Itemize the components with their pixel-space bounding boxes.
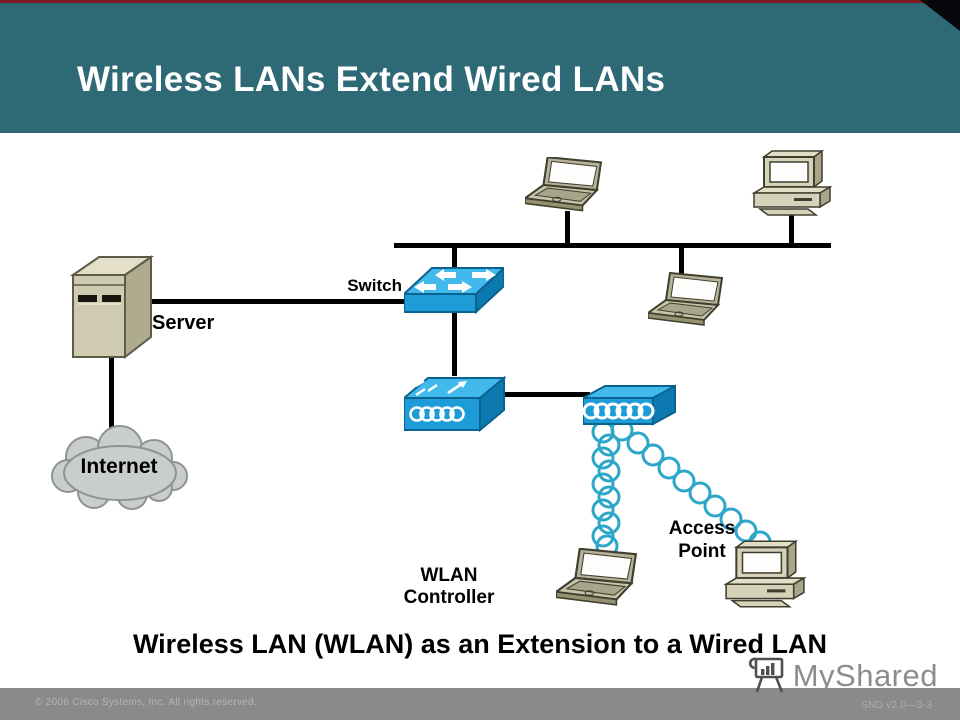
wire-laptop1-to-bus	[565, 211, 570, 245]
wlan-controller-icon	[404, 375, 506, 433]
wire-server-to-internet	[109, 355, 114, 437]
server-tower-icon	[69, 255, 155, 360]
laptop-icon-top	[525, 157, 602, 212]
internet-cloud-icon	[51, 425, 188, 510]
wire-bus-to-laptop2	[679, 243, 684, 277]
wlan-controller-label-line2: Controller	[403, 587, 495, 608]
access-point-label-line2: Point	[678, 541, 726, 562]
server-label: Server	[152, 312, 215, 334]
copyright-text: © 2006 Cisco Systems, Inc. All rights re…	[35, 697, 258, 708]
slide-footer: © 2006 Cisco Systems, Inc. All rights re…	[0, 688, 960, 720]
myshared-logo-text: MyShared	[792, 658, 938, 693]
diagram-canvas: Internet Switch	[0, 133, 960, 688]
access-point-label-line1: Access	[668, 518, 736, 539]
myshared-logo[interactable]: MyShared	[748, 652, 938, 698]
wlan-controller-label: WLAN Controller	[381, 565, 517, 609]
slide-caption: Wireless LAN (WLAN) as an Extension to a…	[132, 629, 828, 659]
slide-title: Wireless LANs Extend Wired LANs	[77, 60, 666, 99]
slide-code: SND v2.0—3-3	[861, 700, 932, 711]
access-point-icon	[583, 384, 676, 426]
access-point-label: Access Point	[650, 517, 754, 563]
top-accent-stripe	[0, 0, 960, 3]
wire-controller-to-ap	[495, 392, 590, 397]
wireless-coil-link-vertical	[591, 422, 621, 558]
switch-label: Switch	[347, 276, 402, 295]
desktop-computer-icon-top	[753, 150, 831, 216]
wire-bus-to-switch	[452, 243, 457, 276]
wire-ethernet-bus	[394, 243, 831, 248]
laptop-icon-middle	[648, 272, 723, 326]
flipchart-icon	[748, 657, 784, 693]
cisco-switch-icon	[404, 266, 504, 315]
internet-label: Internet	[80, 455, 158, 478]
wlan-controller-label-line1: WLAN	[420, 565, 478, 586]
corner-fold-icon	[920, 0, 960, 31]
wire-server-to-switch	[146, 299, 406, 304]
slide-header: Wireless LANs Extend Wired LANs	[0, 0, 960, 133]
wire-desktop1-to-bus	[789, 215, 794, 245]
wire-switch-to-controller	[452, 310, 457, 376]
laptop-icon-wireless	[556, 548, 637, 606]
